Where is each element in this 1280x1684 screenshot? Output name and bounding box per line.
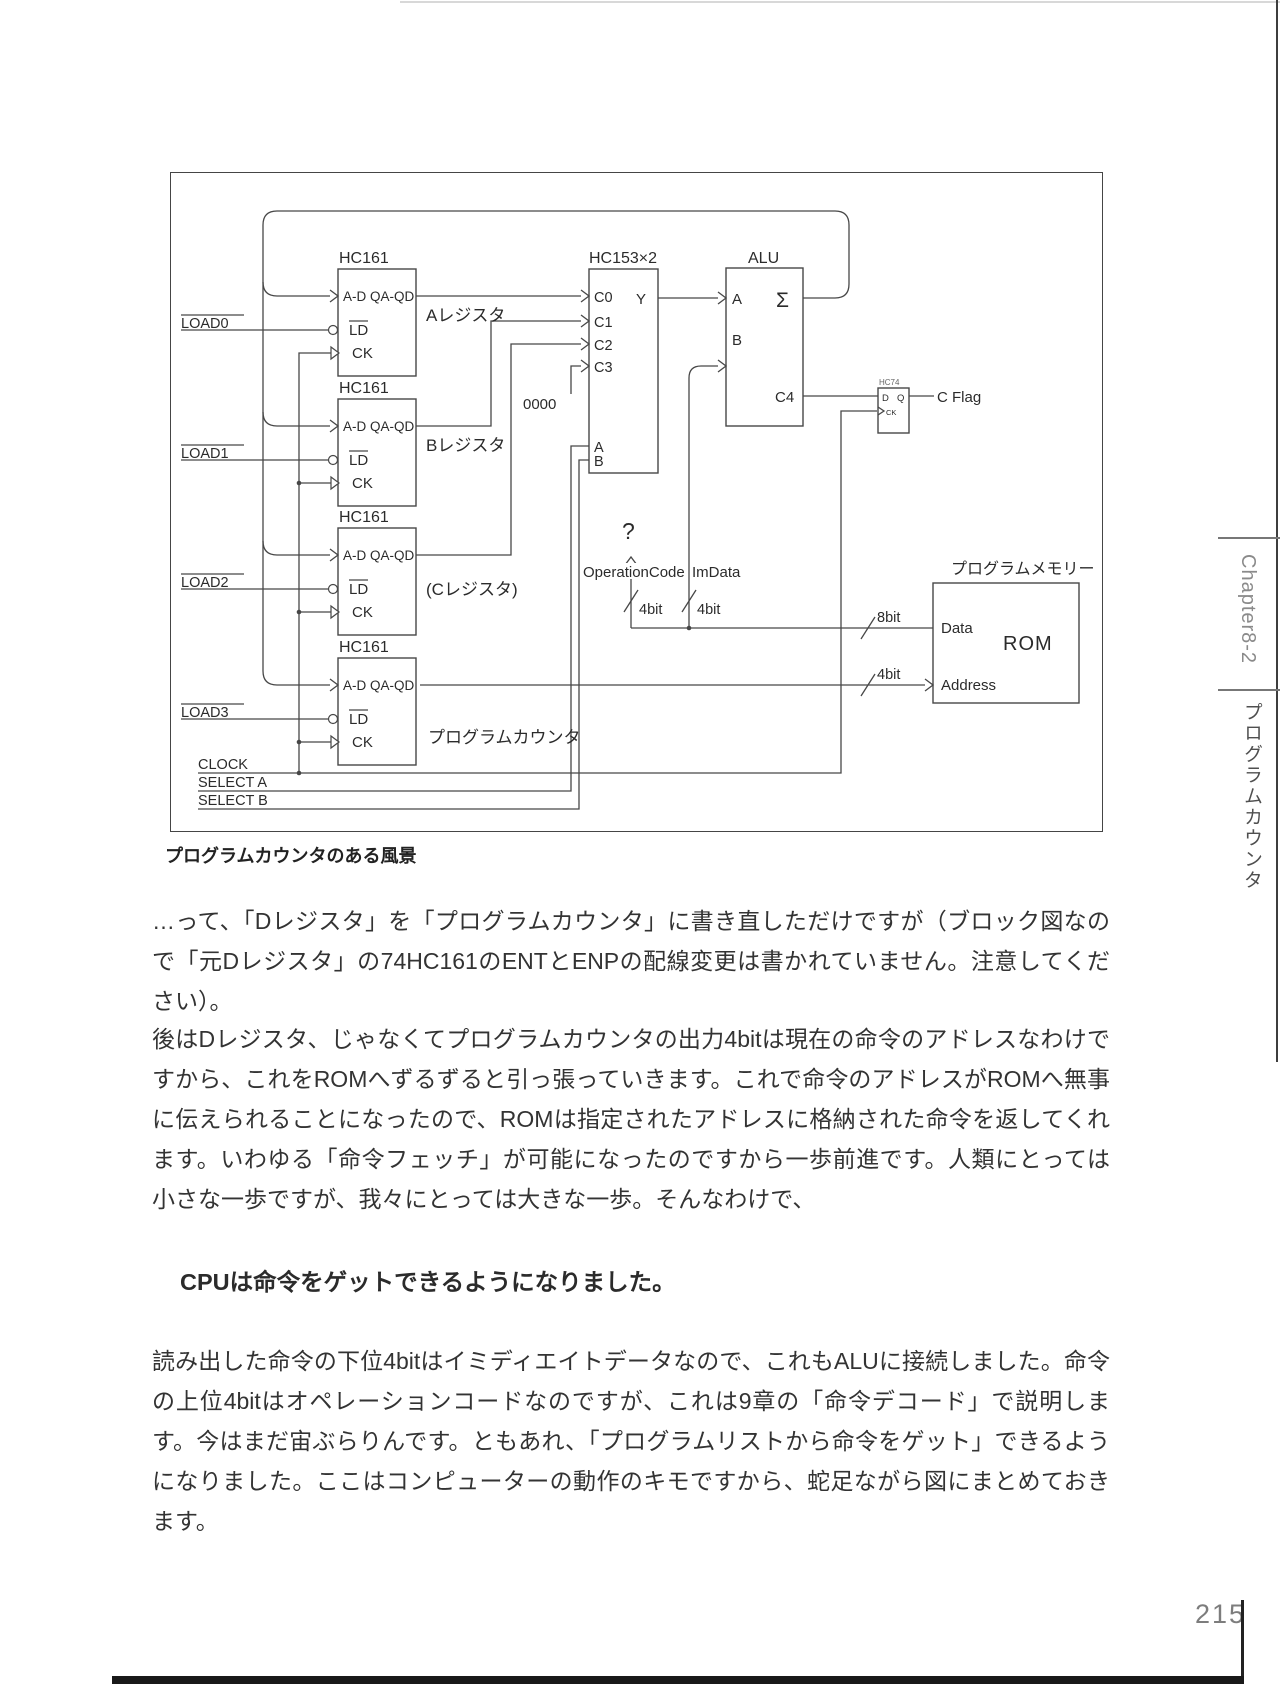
paragraph-1: …って、「Dレジスタ」を「プログラムカウンタ」に書き直しただけですが（ブロック図… [152,908,1110,1014]
circuit-diagram: LOAD0 LOAD1 LOAD2 LOAD3 CLOCK [181,210,1095,810]
circuit-diagram-frame: LOAD0 LOAD1 LOAD2 LOAD3 CLOCK [170,172,1103,832]
register-pc-chip-label: HC161 [339,639,389,656]
flipflop-q-port: Q [897,393,904,404]
alu-feedback-bus [262,210,850,686]
chapter-tab: Chapter8-2 [1237,554,1259,665]
imdata-bus-width: 4bit [697,602,720,618]
select-a-label: SELECT A [198,775,267,791]
register-c-chip-label: HC161 [339,509,389,526]
load2-signal: LOAD2 [181,573,328,591]
alu-a-input-arrow [717,291,728,305]
alu-label: ALU [748,250,779,267]
register-b-ld-port: LD [349,452,368,469]
rom-label: ROM [1003,633,1053,655]
register-c-ld-port: LD [349,581,368,598]
opcode-label: OperationCode [583,564,685,581]
register-b-data-port: A-D QA-QD [343,419,415,434]
register-c-data-port: A-D QA-QD [343,548,415,563]
register-c-name: (Cレジスタ) [426,580,518,599]
register-block-b: HC161 A-D QA-QD LD CK [327,380,417,507]
load1-signal: LOAD1 [181,444,328,462]
register-b-chip-label: HC161 [339,380,389,397]
paragraph-2: 後はDレジスタ、じゃなくてプログラムカウンタの出力4bitは現在の命令のアドレス… [152,1026,1110,1212]
register-c-ck-port: CK [352,604,373,621]
register-a-chip-label: HC161 [339,250,389,267]
register-pc-name: プログラムカウンタ [428,728,581,747]
mux-chip-label: HC153×2 [589,250,657,267]
register-a-ck-port: CK [352,345,373,362]
mux-select-b-port: B [594,454,604,470]
clock-distribution [296,352,331,776]
mux-c3-port: C3 [594,360,613,376]
register-block-pc: HC161 A-D QA-QD LD CK [327,639,417,766]
figure-caption: プログラムカウンタのある風景 [165,846,417,866]
c-flag-label: C Flag [937,389,981,406]
load0-signal: LOAD0 [181,314,328,332]
imdata-label: ImData [692,564,741,581]
address-bus-width: 4bit [877,667,900,683]
register-block-a: HC161 A-D QA-QD LD CK [327,250,417,377]
mux-c0-port: C0 [594,290,613,306]
address-bus-slash [860,673,876,697]
register-b-ck-port: CK [352,475,373,492]
flipflop-d-port: D [882,393,889,404]
alu-a-port: A [732,291,742,308]
rom-address-port: Address [941,677,996,694]
instruction-decode-split: ? OperationCode ImData 4bit 4bit [582,518,741,628]
flipflop-chip-label: HC74 [879,378,900,387]
register-pc-data-port: A-D QA-QD [343,678,415,693]
page-edge-line [1276,0,1278,1062]
clock-label: CLOCK [198,757,248,773]
rom-data-port: Data [941,620,973,637]
register-b-name: Bレジスタ [426,436,505,455]
register-block-c: HC161 A-D QA-QD LD CK [327,509,417,636]
register-a-ld-port: LD [349,322,368,339]
cpu-statement: CPUは命令をゲットできるようになりました。 [180,1269,676,1295]
mux-c2-port: C2 [594,338,613,354]
alu-c4-port: C4 [775,389,794,406]
load1-label: LOAD1 [181,446,229,462]
page-number-edge-line [1241,1600,1244,1680]
select-a-signal: SELECT A [198,445,589,792]
page-bottom-scan-bar [112,1676,1244,1684]
page-top-scan-line [400,1,1280,3]
program-memory-title: プログラムメモリー [951,560,1095,578]
carry-flipflop-block: HC74 D Q CK [877,378,934,434]
mux-c1-port: C1 [594,315,613,331]
register-a-data-port: A-D QA-QD [343,289,415,304]
data-bus-width: 8bit [877,610,900,626]
data-bus-slash [860,616,876,640]
register-output-wires [416,295,925,686]
section-tab: プログラムカウンタ [1241,702,1262,891]
select-b-label: SELECT B [198,793,268,809]
chapter-tab-tick-top [1218,537,1280,539]
load3-label: LOAD3 [181,705,229,721]
clock-signal: CLOCK [198,410,877,774]
alu-block: ALU A B Σ C4 [717,250,804,427]
page-number: 215 [1195,1599,1247,1629]
rom-block: プログラムメモリー Data ROM Address [932,560,1095,704]
load3-signal: LOAD3 [181,703,328,721]
imdata-to-alu-wire [688,365,718,628]
constant-0000-label: 0000 [523,396,556,413]
register-pc-ck-port: CK [352,734,373,751]
alu-sum-port: Σ [776,289,789,312]
register-pc-ld-port: LD [349,711,368,728]
mux-y-port: Y [636,291,646,308]
opcode-bus-width: 4bit [639,602,662,618]
select-b-signal: SELECT B [198,459,589,810]
flipflop-ck-port: CK [886,408,896,417]
register-a-name: Aレジスタ [426,306,505,325]
mux-select-a-port: A [594,440,604,456]
chapter-tab-tick-bottom [1218,689,1280,691]
load2-label: LOAD2 [181,575,229,591]
alu-b-port: B [732,332,742,349]
paragraph-3: 読み出した命令の下位4bitはイミディエイトデータなので、これもALUに接続しま… [152,1348,1110,1534]
question-mark: ? [622,518,635,544]
rom-address-arrow [924,678,935,692]
mux-block: HC153×2 C0 C1 C2 C3 Y A B [580,250,659,474]
load0-label: LOAD0 [181,316,229,332]
